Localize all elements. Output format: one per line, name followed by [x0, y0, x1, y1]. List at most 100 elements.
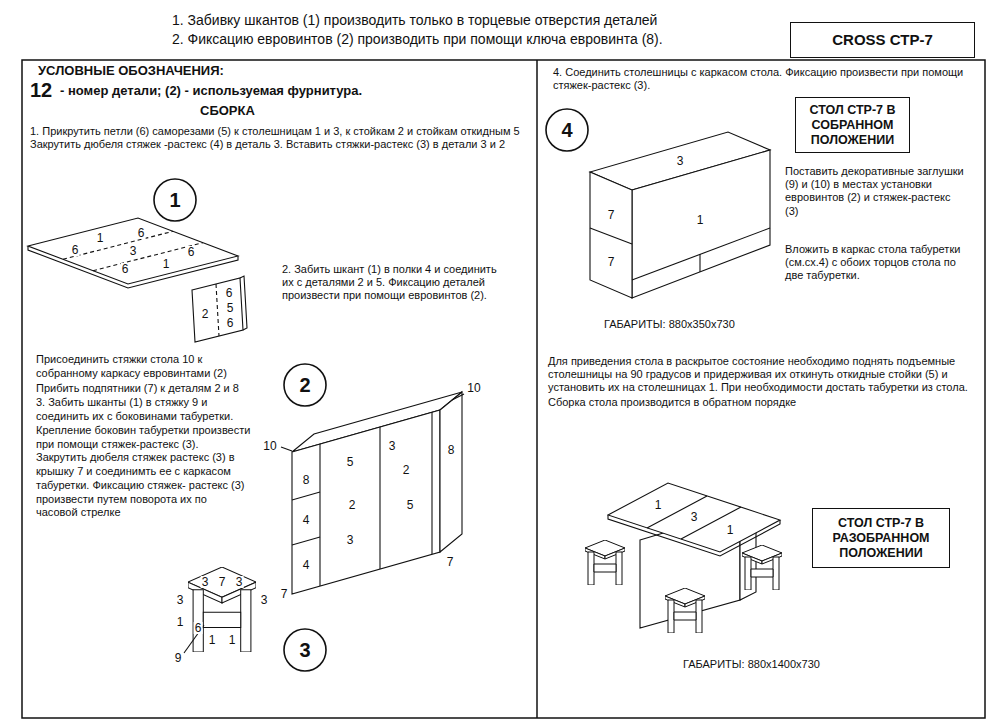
- tabletop-seam: [93, 243, 203, 271]
- part-number: 7: [218, 576, 227, 588]
- open-tabletop: [608, 483, 780, 552]
- box-title: СТОЛ СТР-7 В СОБРАННОМ ПОЛОЖЕНИИ: [802, 103, 903, 148]
- part-number: 7: [280, 588, 289, 600]
- part-number: 6: [121, 263, 130, 275]
- step-circle: 1: [153, 178, 197, 222]
- part-number: 3: [235, 576, 244, 588]
- dimensions-text: ГАБАРИТЫ: 880х1400х730: [683, 658, 820, 671]
- table-end-seam: [590, 228, 632, 244]
- stool: [188, 567, 256, 652]
- circle-outline: [154, 179, 196, 221]
- box-title: CROSS СТР-7: [832, 31, 932, 49]
- part-number: 6: [71, 244, 80, 256]
- legend-text: - номер детали; (2) - используемая фурни…: [60, 83, 362, 99]
- table-drawer-line: [632, 228, 770, 280]
- tabletop-edge: [28, 246, 238, 288]
- part-number: 2: [348, 499, 357, 511]
- instruction-text: Вложить в каркас стола табуретки (см.сх.…: [785, 243, 970, 283]
- part-number: 10: [262, 440, 277, 452]
- part-number: 6: [225, 287, 234, 299]
- part-number: 7: [607, 209, 616, 221]
- part-number: 6: [137, 227, 146, 239]
- tabletop: [28, 218, 238, 284]
- cabinet-divider: [319, 444, 320, 586]
- part-number: 3: [346, 534, 355, 546]
- part-number: 3: [176, 594, 185, 606]
- tabletop-seam: [647, 496, 707, 528]
- legend-number: 12: [30, 78, 52, 102]
- part-number: 5: [346, 456, 355, 468]
- side-panel: [192, 278, 243, 342]
- instruction-text: Поставить декоративные заглушки (9) и (1…: [785, 165, 965, 218]
- circle-outline: [546, 109, 588, 151]
- part-number: 5: [406, 499, 415, 511]
- panel-seam: [216, 284, 219, 336]
- cabinet-divider: [379, 427, 380, 569]
- part-number: 2: [402, 464, 411, 476]
- instruction-text: 1. Прикрутить петли (6) саморезами (5) к…: [30, 125, 530, 150]
- step-number: 3: [299, 638, 310, 662]
- step-number: 4: [561, 118, 572, 142]
- instruction-text: Прибить подпятники (7) к деталям 2 и 8: [36, 382, 251, 396]
- part-number: 1: [162, 258, 171, 270]
- cabinet-shelf: [292, 492, 320, 500]
- legend-heading: УСЛОВНЫЕ ОБОЗНАЧЕНИЯ:: [38, 63, 224, 79]
- instruction-text: Сборка стола производится в обратном пор…: [548, 396, 976, 409]
- part-number: 3: [388, 440, 397, 452]
- part-number: 4: [302, 559, 311, 571]
- part-number: 8: [302, 474, 311, 486]
- part-number: 3: [690, 511, 699, 523]
- instruction-text: Для приведения стола в раскрытое состоян…: [548, 355, 976, 395]
- state-box: СТОЛ СТР-7 В РАЗОБРАННОМ ПОЛОЖЕНИИ: [812, 508, 950, 568]
- part-number: 7: [607, 256, 616, 268]
- table-end: [590, 172, 632, 298]
- dimensions-text: ГАБАРИТЫ: 880х350х730: [604, 318, 735, 331]
- part-number: 1: [96, 232, 105, 244]
- instruction-text: 4. Соединить столешницы с каркасом стола…: [553, 66, 978, 92]
- leader-line: [452, 394, 464, 400]
- step-circle: 2: [283, 363, 327, 407]
- part-number: 1: [696, 214, 705, 226]
- part-number: 5: [226, 302, 235, 314]
- state-box: СТОЛ СТР-7 В СОБРАННОМ ПОЛОЖЕНИИ: [795, 97, 910, 153]
- step-circle: 4: [545, 108, 589, 152]
- part-number: 10: [466, 382, 481, 394]
- part-number: 1: [228, 634, 237, 646]
- part-number: 3: [260, 594, 269, 606]
- table-front: [632, 150, 770, 298]
- panel-divider: [536, 60, 538, 718]
- side-panel-edge: [240, 276, 247, 330]
- cabinet-shelf: [292, 537, 320, 545]
- step-circle: 3: [283, 628, 327, 672]
- part-number: 3: [201, 576, 210, 588]
- part-number: 2: [201, 308, 210, 320]
- step-number: 2: [299, 373, 310, 397]
- title-box: CROSS СТР-7: [790, 22, 975, 58]
- part-number: 1: [726, 524, 735, 536]
- instruction-text: Присоединить стяжки стола 10 к собранном…: [36, 353, 251, 381]
- part-number: 6: [187, 246, 196, 258]
- instruction-text: 2. Забить шкант (1) в полки 4 и соединит…: [282, 263, 510, 303]
- part-number: 6: [194, 622, 203, 634]
- part-number: 9: [174, 652, 183, 664]
- part-number: 3: [676, 155, 685, 167]
- section-heading: СБОРКА: [200, 103, 255, 119]
- box-title: СТОЛ СТР-7 В РАЗОБРАННОМ ПОЛОЖЕНИИ: [819, 516, 943, 561]
- part-number: 4: [302, 514, 311, 526]
- cabinet-side: [440, 392, 462, 552]
- stool: [585, 540, 625, 585]
- table-drawer-line: [699, 254, 700, 272]
- part-number: 7: [446, 556, 455, 568]
- part-number: 8: [447, 444, 456, 456]
- part-number: 1: [208, 634, 217, 646]
- stool: [665, 588, 705, 633]
- circle-outline: [284, 364, 326, 406]
- stool: [742, 545, 782, 590]
- note-text: 2. Фиксацию евровинтов (2) производить п…: [172, 31, 663, 48]
- part-number: 3: [129, 245, 138, 257]
- tabletop-seam: [681, 507, 741, 539]
- page-frame: [22, 60, 985, 718]
- part-number: 6: [226, 317, 235, 329]
- cabinet-front: [292, 410, 440, 594]
- note-text: 1. Забивку шкантов (1) производить тольк…: [172, 12, 657, 29]
